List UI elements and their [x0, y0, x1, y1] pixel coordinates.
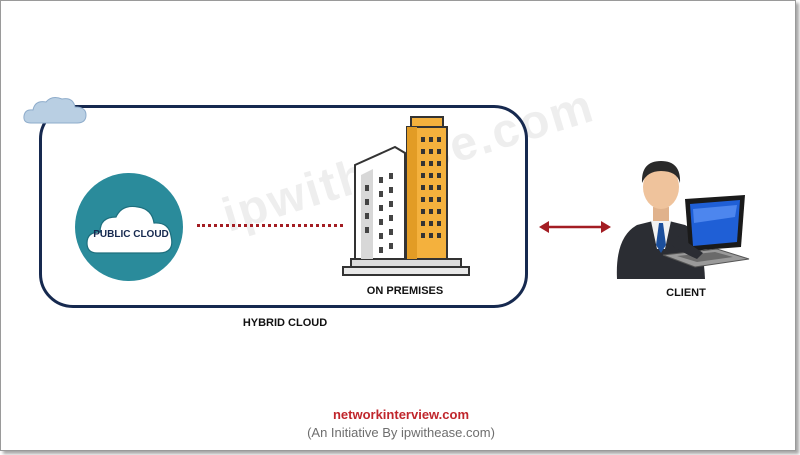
client-user-icon — [616, 161, 750, 279]
footer-subtitle: (An Initiative By ipwithease.com) — [307, 425, 495, 440]
hybrid-cloud-label: HYBRID CLOUD — [242, 317, 328, 329]
client-label: CLIENT — [666, 287, 706, 299]
cloud-icon — [23, 97, 87, 124]
public-to-onprem-link — [197, 224, 343, 227]
double-arrow-icon — [539, 221, 611, 233]
hybrid-cloud-boundary — [39, 105, 528, 308]
on-premises-label: ON PREMISES — [366, 285, 444, 297]
building-icon — [342, 116, 470, 276]
footer-site-link[interactable]: networkinterview.com — [332, 407, 470, 422]
public-cloud-label: PUBLIC CLOUD — [93, 229, 169, 240]
public-cloud-icon — [86, 205, 173, 254]
